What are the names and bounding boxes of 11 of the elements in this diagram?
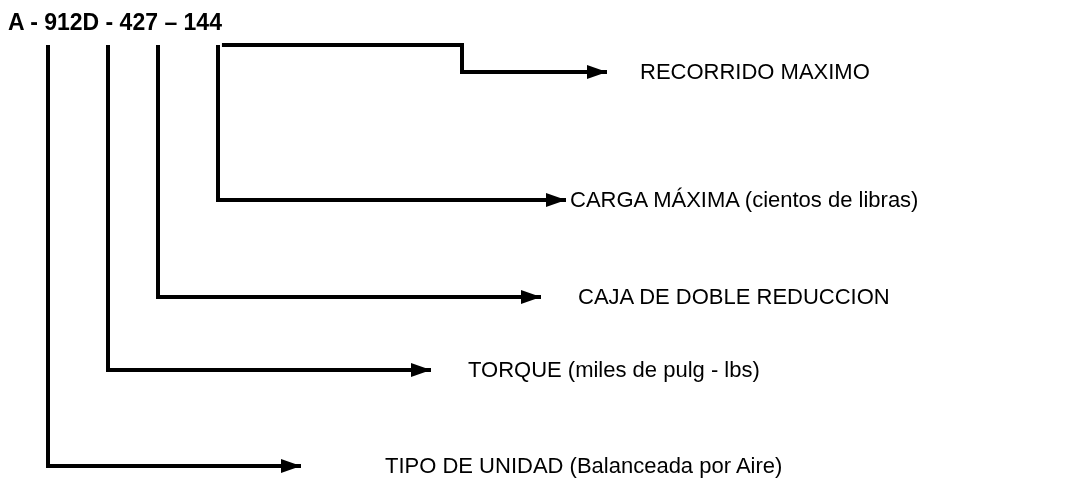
description-label: TIPO DE UNIDAD (Balanceada por Aire) <box>301 451 783 481</box>
description-label: CARGA MÁXIMA (cientos de libras) <box>566 185 919 215</box>
leader-line <box>106 45 431 377</box>
model-code: A - 912D - 427 – 144 <box>8 8 222 45</box>
description-label: CAJA DE DOBLE REDUCCION <box>541 282 890 312</box>
leader-line <box>221 43 607 79</box>
description-label: RECORRIDO MAXIMO <box>607 57 870 87</box>
leader-line <box>156 45 541 304</box>
leader-line <box>46 45 301 473</box>
leader-line <box>216 45 566 207</box>
description-label: TORQUE (miles de pulg - lbs) <box>431 355 760 385</box>
